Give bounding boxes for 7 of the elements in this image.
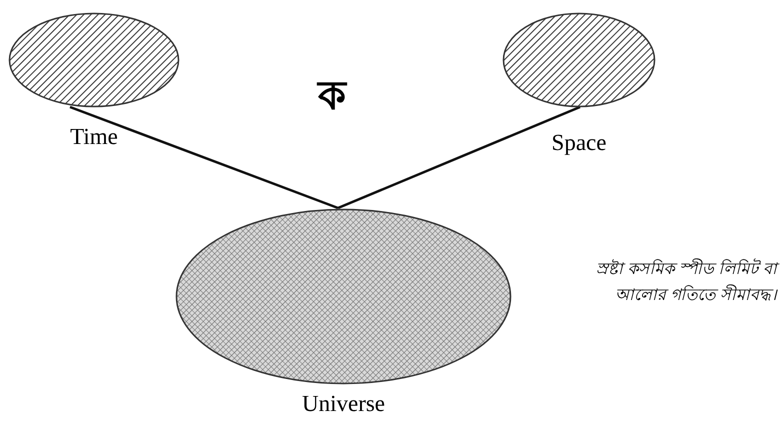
connector-line <box>338 106 580 210</box>
node-label: Space <box>552 130 606 156</box>
node-label: Time <box>70 124 118 150</box>
letter-label: ক <box>318 76 346 116</box>
note-text: স্রষ্টা কসমিক স্পীড লিমিট বা আলোর গতিতে সীমাবদ্ধ। <box>555 257 777 309</box>
node-label: Universe <box>302 391 386 417</box>
connector-line <box>70 106 338 210</box>
